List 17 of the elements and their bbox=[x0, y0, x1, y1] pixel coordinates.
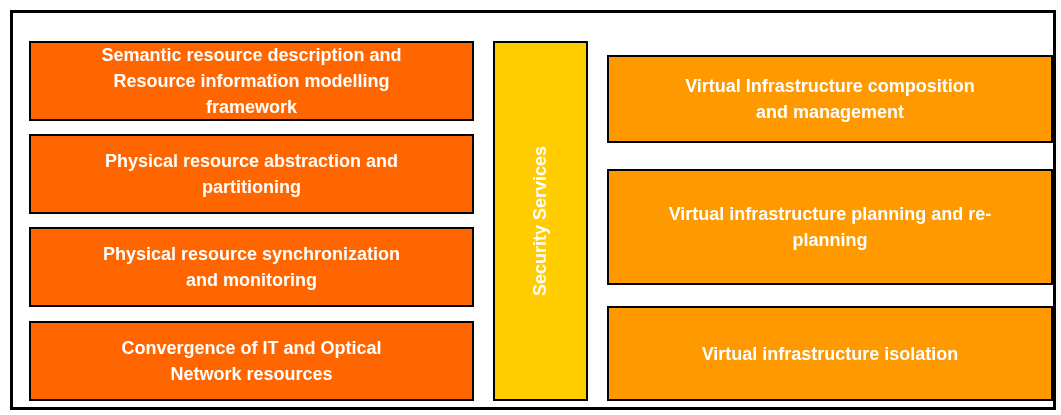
component-box bbox=[29, 321, 474, 401]
component-box bbox=[29, 41, 474, 121]
security-bar bbox=[493, 41, 588, 401]
component-box bbox=[607, 306, 1053, 401]
box-label: Physical resource abstraction and partitioning bbox=[103, 150, 400, 199]
box-label: Virtual infrastructure isolation bbox=[701, 342, 959, 366]
frame-box bbox=[10, 10, 1056, 410]
component-box bbox=[29, 134, 474, 214]
component-box bbox=[607, 55, 1053, 143]
box-label: Virtual Infrastructure composition and management bbox=[684, 75, 976, 124]
box-label: Physical resource synchronization and monitoring bbox=[101, 243, 402, 292]
vertical-label: Security Services bbox=[529, 145, 552, 297]
box-label: Semantic resource description and Resource information modelling framework bbox=[100, 44, 403, 119]
box-label: Convergence of IT and Optical Network resources bbox=[120, 337, 383, 386]
component-box bbox=[29, 227, 474, 307]
box-label: Virtual infrastructure planning and re-planning bbox=[667, 203, 993, 252]
component-box bbox=[607, 169, 1053, 285]
